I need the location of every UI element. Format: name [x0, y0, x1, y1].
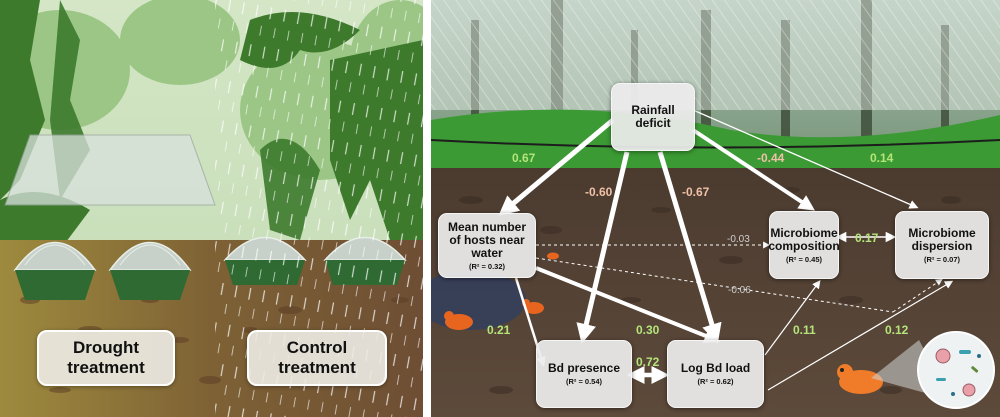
coef-composition-load: 0.11: [793, 323, 816, 337]
coef-hosts-presence: 0.21: [487, 323, 511, 337]
coef-composition-dispersion: 0.17: [855, 231, 879, 245]
node-hosts-near-water: Mean number of hosts near water (R² = 0.…: [438, 213, 536, 278]
arrow-rain-composition: [691, 128, 816, 211]
coef-rain-hosts: 0.67: [512, 151, 536, 165]
shelter-roof-texture: [431, 0, 1000, 110]
node-title: Mean number of hosts near water: [447, 219, 526, 260]
arrow-hosts-load: [535, 266, 721, 344]
node-rainfall-deficit: Rainfall deficit: [611, 83, 695, 151]
node-r2: (R² = 0.07): [923, 254, 961, 264]
coef-hosts-dispersion: -0.06: [728, 285, 751, 296]
coef-rain-composition: -0.44: [757, 151, 785, 165]
node-title: Microbiome composition: [768, 225, 840, 253]
path-diagram-panel: Rainfall deficit Mean number of hosts ne…: [431, 0, 1000, 417]
leaf-texture: [459, 187, 961, 394]
node-r2: (R² = 0.62): [697, 377, 734, 386]
coef-hosts-composition: -0.03: [727, 234, 750, 245]
mesocosm-drought-1: [13, 241, 97, 300]
coef-hosts-load: 0.30: [636, 323, 660, 337]
frog-small: [547, 252, 559, 260]
green-vegetation-band: [431, 109, 1000, 175]
treatment-illustration: Drought treatment Control treatment: [0, 0, 423, 417]
arrow-rain-dispersion: [692, 109, 919, 209]
frog-right: [837, 364, 883, 394]
forest-scene: [0, 0, 423, 417]
coef-rain-load: -0.67: [682, 185, 710, 199]
node-log-bd-load: Log Bd load (R² = 0.62): [667, 340, 764, 408]
coef-rain-presence: -0.60: [585, 185, 613, 199]
coef-rain-dispersion: 0.14: [870, 151, 894, 165]
arrow-composition-load: [764, 279, 821, 356]
node-microbiome-composition: Microbiome composition (R² = 0.45): [768, 211, 840, 279]
rain-exclusion-shelter: [4, 134, 216, 206]
control-treatment-label: Control treatment: [247, 330, 387, 386]
path-arrows: [498, 109, 954, 391]
node-title: Bd presence: [547, 361, 621, 375]
node-bd-presence: Bd presence (R² = 0.54): [536, 340, 632, 408]
microbes-icon: [935, 348, 981, 397]
arrow-dispersion-load: [767, 280, 954, 391]
arrow-rain-hosts: [498, 118, 615, 216]
coef-dispersion-load: 0.12: [885, 323, 909, 337]
node-title: Log Bd load: [680, 361, 751, 375]
coef-presence-load: 0.72: [636, 355, 660, 369]
arrow-hosts-dispersion-seg2: [892, 278, 943, 313]
node-r2: (R² = 0.45): [785, 254, 823, 264]
node-r2: (R² = 0.54): [565, 377, 603, 386]
node-r2: (R² = 0.32): [468, 261, 506, 271]
arrow-hosts-dispersion-seg1: [535, 257, 894, 313]
node-microbiome-dispersion: Microbiome dispersion (R² = 0.07): [895, 211, 989, 279]
mesocosm-drought-2: [108, 241, 192, 300]
shelter-edge: [431, 139, 1000, 149]
node-title: Rainfall deficit: [631, 103, 675, 130]
node-title: Microbiome dispersion: [908, 225, 976, 253]
frog-left-1: [444, 311, 473, 330]
microbe-zoom-circle: [917, 331, 995, 409]
drought-treatment-label: Drought treatment: [37, 330, 175, 386]
panel-divider: [423, 0, 431, 417]
